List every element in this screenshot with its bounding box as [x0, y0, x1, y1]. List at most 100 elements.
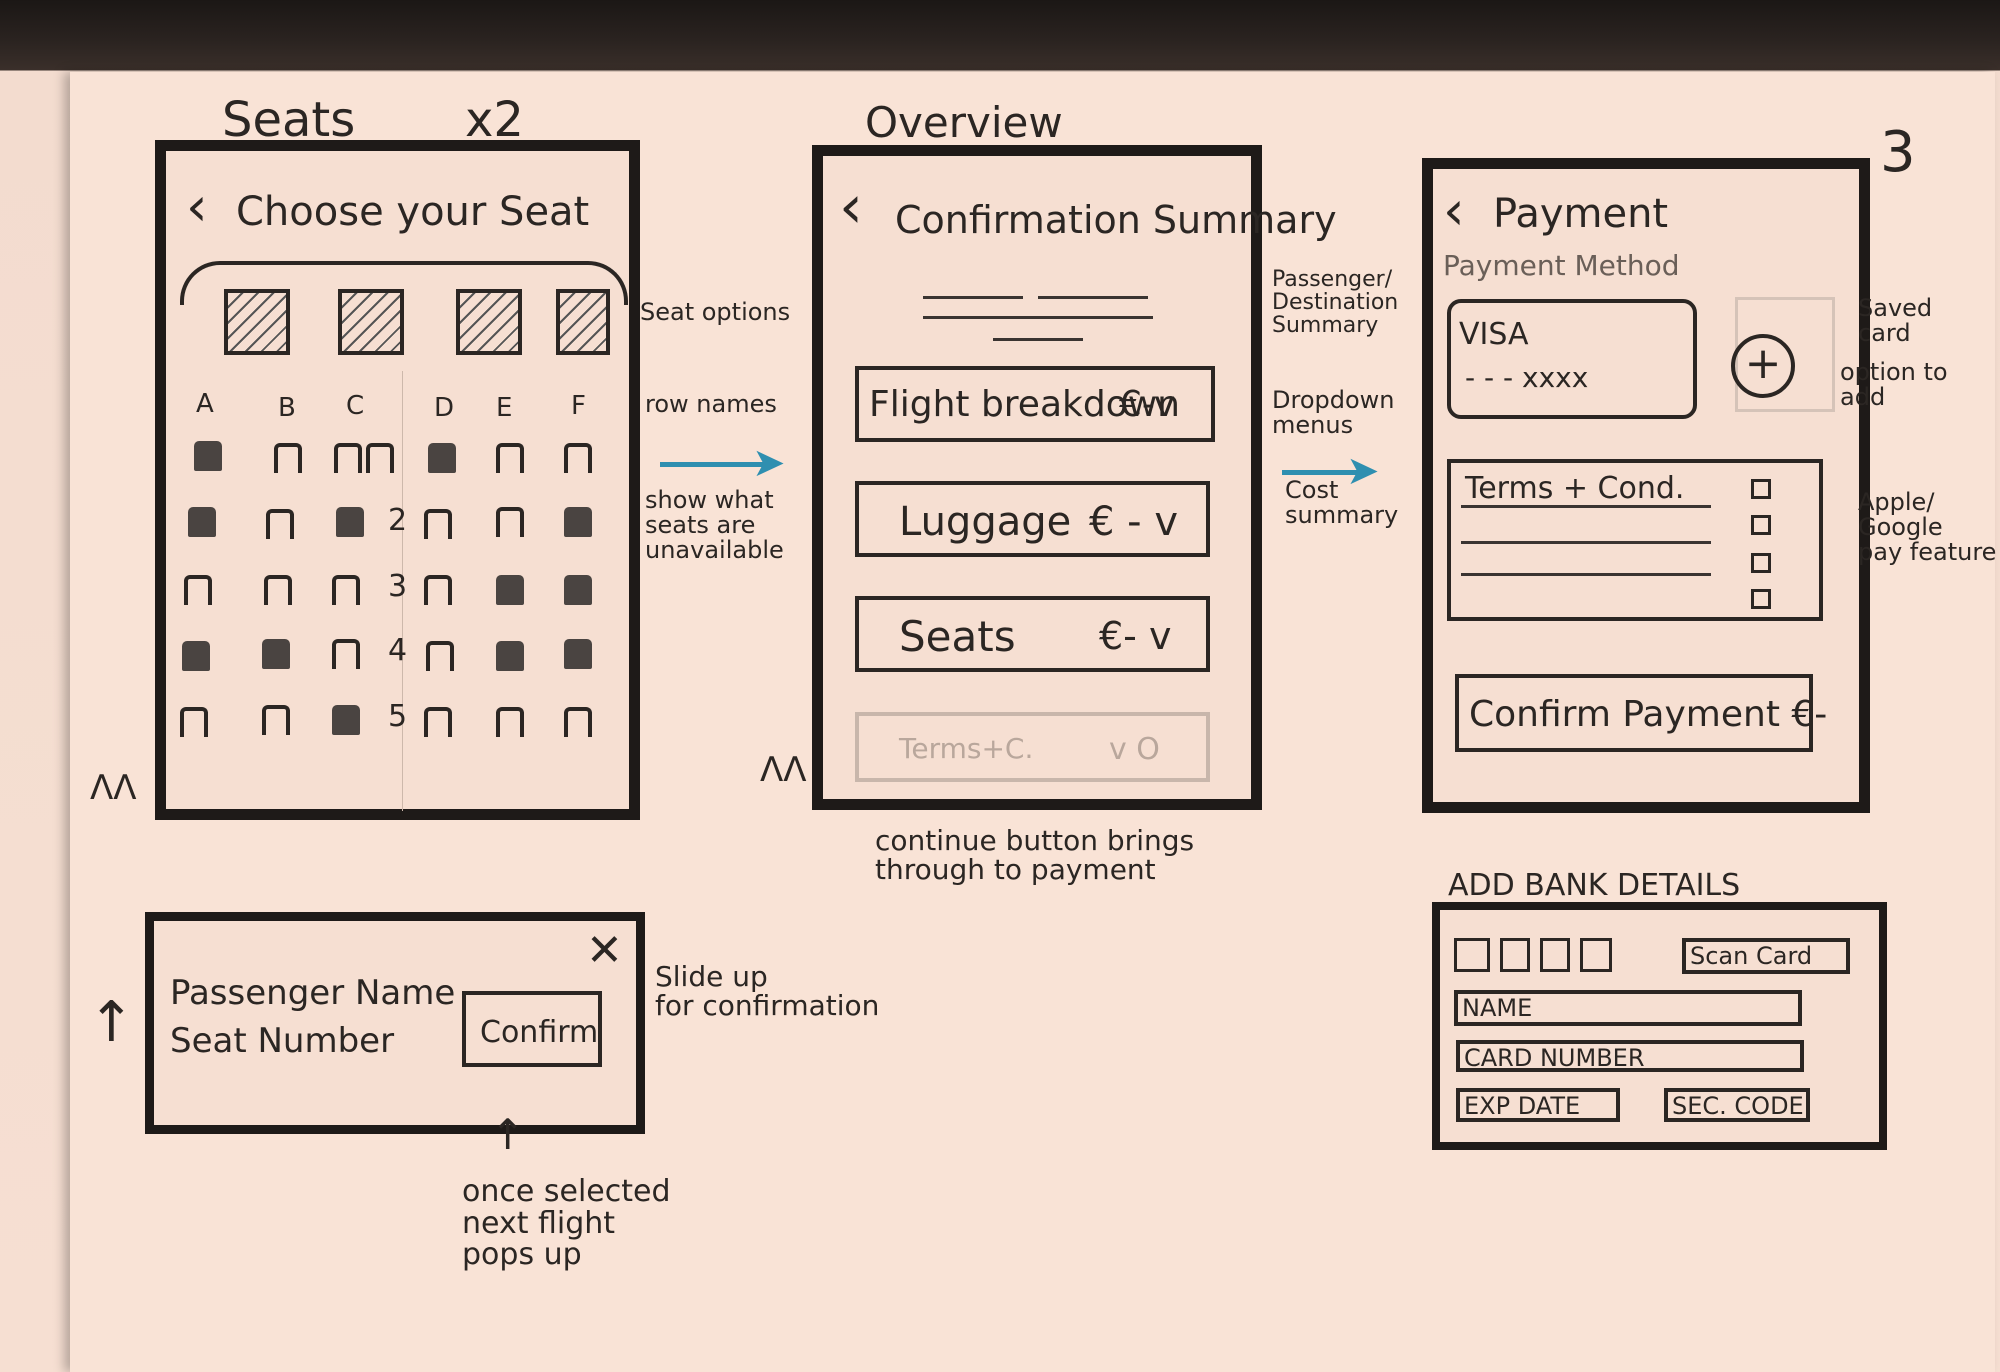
popup-confirm-button[interactable]: Confirm — [462, 991, 602, 1067]
annotation-continue-button: continue button brings through to paymen… — [875, 824, 1195, 887]
seat-option[interactable] — [224, 289, 290, 355]
payment-title: Payment — [1493, 191, 1669, 237]
terms-checkbox[interactable] — [1751, 589, 1771, 609]
annotation-passenger-summary: Passenger/ Destination Summary — [1272, 267, 1399, 339]
seat-unavailable — [188, 507, 216, 537]
dropdown-seats[interactable]: Seats €- v — [855, 596, 1210, 672]
annotation-cost-summary: Cost summary — [1285, 476, 1399, 530]
annotation-slide-up: Slide up for confirmation — [655, 960, 880, 1023]
annotation-saved-card: Saved card — [1858, 294, 1933, 348]
seat-unavailable — [262, 639, 290, 669]
seat-unavailable — [182, 641, 210, 671]
seat-unavailable — [496, 641, 524, 671]
dropdown-label: Seats — [899, 612, 1016, 661]
continue-chevrons-icon[interactable]: ΛΛ — [760, 750, 807, 790]
card-digit-box — [1454, 938, 1490, 972]
overview-title: Confirmation Summary — [895, 198, 1337, 242]
seat-unavailable — [564, 507, 592, 537]
card-brand: VISA — [1459, 317, 1529, 352]
confirmation-popup: ✕ Passenger Name Seat Number Confirm — [145, 912, 645, 1134]
terms-line — [1461, 505, 1711, 508]
back-chevron-icon[interactable]: ‹ — [186, 175, 208, 238]
seat-available[interactable] — [496, 507, 524, 537]
seat-available[interactable] — [496, 443, 524, 473]
seat-available[interactable] — [366, 443, 394, 473]
column-label: F — [571, 391, 586, 421]
name-field[interactable]: NAME — [1454, 990, 1802, 1026]
overview-heading: Overview — [865, 98, 1063, 147]
seat-available[interactable] — [266, 509, 294, 539]
seat-available[interactable] — [496, 707, 524, 737]
terms-checkbox[interactable] — [1751, 553, 1771, 573]
close-x-icon[interactable]: ✕ — [586, 925, 623, 976]
confirm-payment-button[interactable]: Confirm Payment €- — [1455, 674, 1827, 752]
dropdown-price: € - v — [1089, 499, 1178, 545]
saved-card[interactable]: VISA - - - xxxx — [1447, 299, 1697, 419]
sec-code-field[interactable]: SEC. CODE — [1664, 1088, 1810, 1122]
seat-available[interactable] — [264, 575, 292, 605]
seat-available[interactable] — [564, 707, 592, 737]
confirm-payment-label: Confirm Payment €- — [1469, 694, 1828, 735]
seat-option[interactable] — [456, 289, 522, 355]
seat-available[interactable] — [424, 509, 452, 539]
payment-screen: ‹ Payment Payment Method VISA - - - xxxx… — [1422, 158, 1870, 813]
dropdown-price: v O — [1109, 732, 1160, 767]
dropdown-label: Luggage — [899, 499, 1072, 545]
annotation-dropdown-menus: Dropdown menus — [1272, 386, 1395, 440]
seats-heading: Seats — [222, 92, 356, 148]
seat-selection-screen: ‹ Choose your Seat A B C D E F 2 3 4 5 — [155, 140, 640, 820]
card-digit-box — [1500, 938, 1530, 972]
terms-box: Terms + Cond. — [1447, 459, 1823, 621]
seat-unavailable — [332, 705, 360, 735]
annotation-option-add: option to add — [1840, 358, 1948, 412]
seat-available[interactable] — [262, 705, 290, 735]
dropdown-label: Flight breakdown — [869, 384, 1180, 425]
seat-available[interactable] — [180, 707, 208, 737]
dropdown-flight-breakdown[interactable]: Flight breakdown €-v — [855, 366, 1215, 442]
card-number-field[interactable]: CARD NUMBER — [1456, 1040, 1804, 1072]
seat-available[interactable] — [332, 639, 360, 669]
flow-arrow-head: ➤ — [1346, 448, 1380, 494]
seat-available[interactable] — [424, 707, 452, 737]
seats-multiplier: x2 — [465, 92, 524, 148]
seat-available[interactable] — [334, 443, 362, 473]
annotation-unavailable: show what seats are unavailable — [645, 486, 784, 565]
seat-available[interactable] — [274, 443, 302, 473]
seat-available[interactable] — [426, 641, 454, 671]
terms-line — [1461, 573, 1711, 576]
dropdown-luggage[interactable]: Luggage € - v — [855, 481, 1210, 557]
aisle-line — [402, 371, 403, 811]
annotation-once-selected: once selected next flight pops up — [462, 1174, 671, 1272]
back-chevron-icon[interactable]: ‹ — [839, 172, 863, 242]
annotation-arrow-icon: ↑ — [490, 1110, 526, 1159]
terms-line — [1461, 541, 1711, 544]
seat-available[interactable] — [332, 575, 360, 605]
seat-unavailable — [336, 507, 364, 537]
seat-option[interactable] — [556, 289, 610, 355]
dropdown-price: €-v — [1119, 384, 1176, 425]
seat-option[interactable] — [338, 289, 404, 355]
dropdown-label: Terms+C. — [899, 732, 1034, 765]
seat-unavailable — [496, 575, 524, 605]
terms-checkbox[interactable] — [1751, 479, 1771, 499]
terms-checkbox[interactable] — [1751, 515, 1771, 535]
back-chevron-icon[interactable]: ‹ — [1443, 179, 1465, 242]
scan-card-button[interactable]: Scan Card — [1682, 938, 1850, 974]
seat-available[interactable] — [564, 443, 592, 473]
annotation-apple-google: Apple/ Google pay feature — [1858, 488, 1997, 567]
seat-available[interactable] — [424, 575, 452, 605]
exp-date-field[interactable]: EXP DATE — [1456, 1088, 1620, 1122]
row-number: 4 — [388, 633, 408, 668]
continue-chevrons-icon[interactable]: ΛΛ — [90, 768, 137, 808]
seat-number-label: Seat Number — [170, 1021, 395, 1061]
flow-arrow-head: ➤ — [752, 440, 786, 486]
add-card-plus-icon[interactable]: + — [1731, 334, 1795, 398]
column-label: B — [278, 393, 296, 423]
dropdown-terms[interactable]: Terms+C. v O — [855, 712, 1210, 782]
flow-arrow — [660, 462, 770, 467]
slide-up-arrow-icon: ↑ — [88, 990, 135, 1055]
seat-available[interactable] — [184, 575, 212, 605]
seat-unavailable — [564, 639, 592, 669]
bank-heading: ADD BANK DETAILS — [1448, 868, 1741, 903]
summary-line — [1038, 296, 1148, 299]
